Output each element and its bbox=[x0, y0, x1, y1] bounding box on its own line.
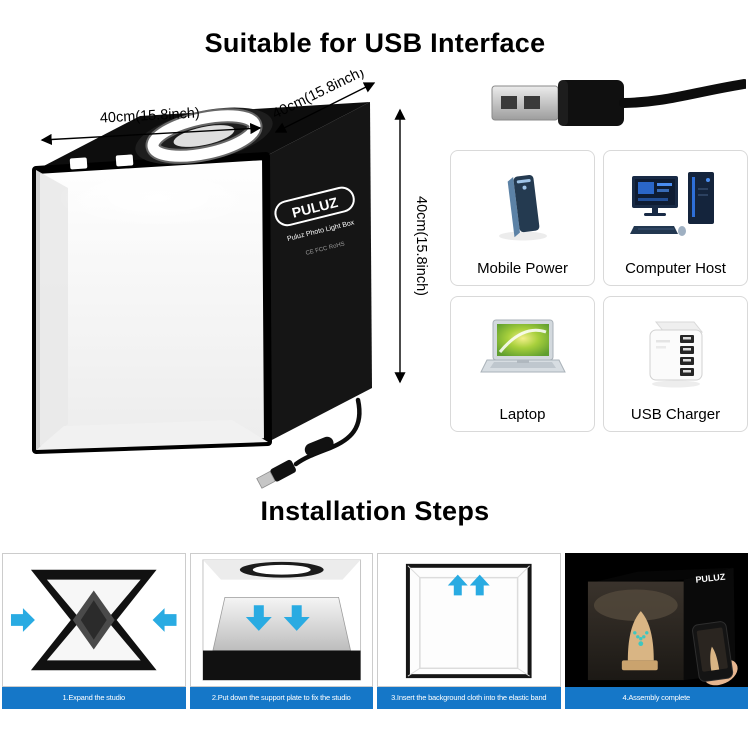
interior-left-wall bbox=[36, 170, 68, 450]
installation-title: Installation Steps bbox=[260, 496, 490, 526]
expand-arrow-left-icon bbox=[10, 608, 35, 632]
compatibility-card-laptop: Laptop bbox=[450, 296, 595, 432]
compatibility-card-computer-host: Computer Host bbox=[603, 150, 748, 286]
support-plate-illustration bbox=[201, 559, 361, 681]
step-caption-4: 4.Assembly complete bbox=[564, 687, 748, 709]
usb-plug-body bbox=[558, 80, 624, 126]
laptop-icon bbox=[479, 319, 566, 373]
support-plate bbox=[211, 596, 351, 651]
compatibility-grid: Mobile Power bbox=[450, 150, 748, 432]
installation-steps: 1.Expand the studio bbox=[2, 553, 748, 709]
down-arrow-icon bbox=[245, 605, 272, 631]
smartphone-icon bbox=[691, 621, 733, 682]
inline-switch bbox=[304, 436, 334, 457]
step-caption-3: 3.Insert the background cloth into the e… bbox=[377, 687, 561, 709]
up-arrow-icon bbox=[469, 574, 490, 596]
compat-label-mobile-power: Mobile Power bbox=[477, 260, 568, 277]
usb-plug-end bbox=[256, 459, 296, 489]
desktop-pc-icon bbox=[629, 172, 714, 236]
step-caption-2: 2.Put down the support plate to fix the … bbox=[189, 687, 373, 709]
usb-cable-line bbox=[619, 79, 746, 108]
power-cable bbox=[256, 397, 362, 489]
velcro-tab bbox=[69, 157, 88, 170]
usb-charger-icon bbox=[649, 321, 703, 388]
page-title: Suitable for USB Interface bbox=[204, 28, 546, 58]
compat-label-usb-charger: USB Charger bbox=[630, 406, 721, 423]
power-bank-icon bbox=[498, 174, 547, 241]
step-image-1 bbox=[2, 553, 186, 687]
velcro-tab bbox=[115, 154, 134, 167]
brand-text-small: PULUZ bbox=[695, 572, 726, 585]
box-right-face bbox=[266, 102, 372, 442]
step-panel-3: 3.Insert the background cloth into the e… bbox=[377, 553, 561, 709]
compatibility-card-mobile-power: Mobile Power bbox=[450, 150, 595, 286]
step-image-2 bbox=[189, 553, 373, 687]
dimension-label-front: 40cm(15.8inch) bbox=[99, 105, 200, 126]
down-arrow-icon bbox=[283, 605, 310, 631]
interior-floor bbox=[36, 420, 268, 450]
expand-studio-illustration bbox=[10, 569, 177, 671]
usb-a-plug-icon bbox=[491, 79, 746, 126]
expand-arrow-right-icon bbox=[152, 608, 177, 632]
step-caption-1: 1.Expand the studio bbox=[2, 687, 186, 709]
compatibility-card-usb-charger: USB Charger bbox=[603, 296, 748, 432]
compat-label-computer-host: Computer Host bbox=[625, 260, 726, 277]
jewelry-bust bbox=[627, 611, 654, 661]
assembly-complete-illustration: PULUZ bbox=[565, 554, 747, 686]
interior-light-glow bbox=[58, 168, 258, 228]
step-image-4: PULUZ bbox=[564, 553, 748, 687]
step-panel-2: 2.Put down the support plate to fix the … bbox=[189, 553, 373, 709]
up-arrow-icon bbox=[447, 574, 468, 596]
dimension-label-height: 40cm(15.8inch) bbox=[413, 196, 429, 296]
step-image-3 bbox=[377, 553, 561, 687]
light-box-illustration: PULUZ Puluz Photo Light Box CE FCC RoHS … bbox=[32, 70, 429, 489]
compat-label-laptop: Laptop bbox=[499, 406, 546, 423]
step-panel-4: PULUZ 4.Assembly complete bbox=[564, 553, 748, 709]
step-panel-1: 1.Expand the studio bbox=[2, 553, 186, 709]
background-cloth-illustration bbox=[405, 563, 532, 679]
